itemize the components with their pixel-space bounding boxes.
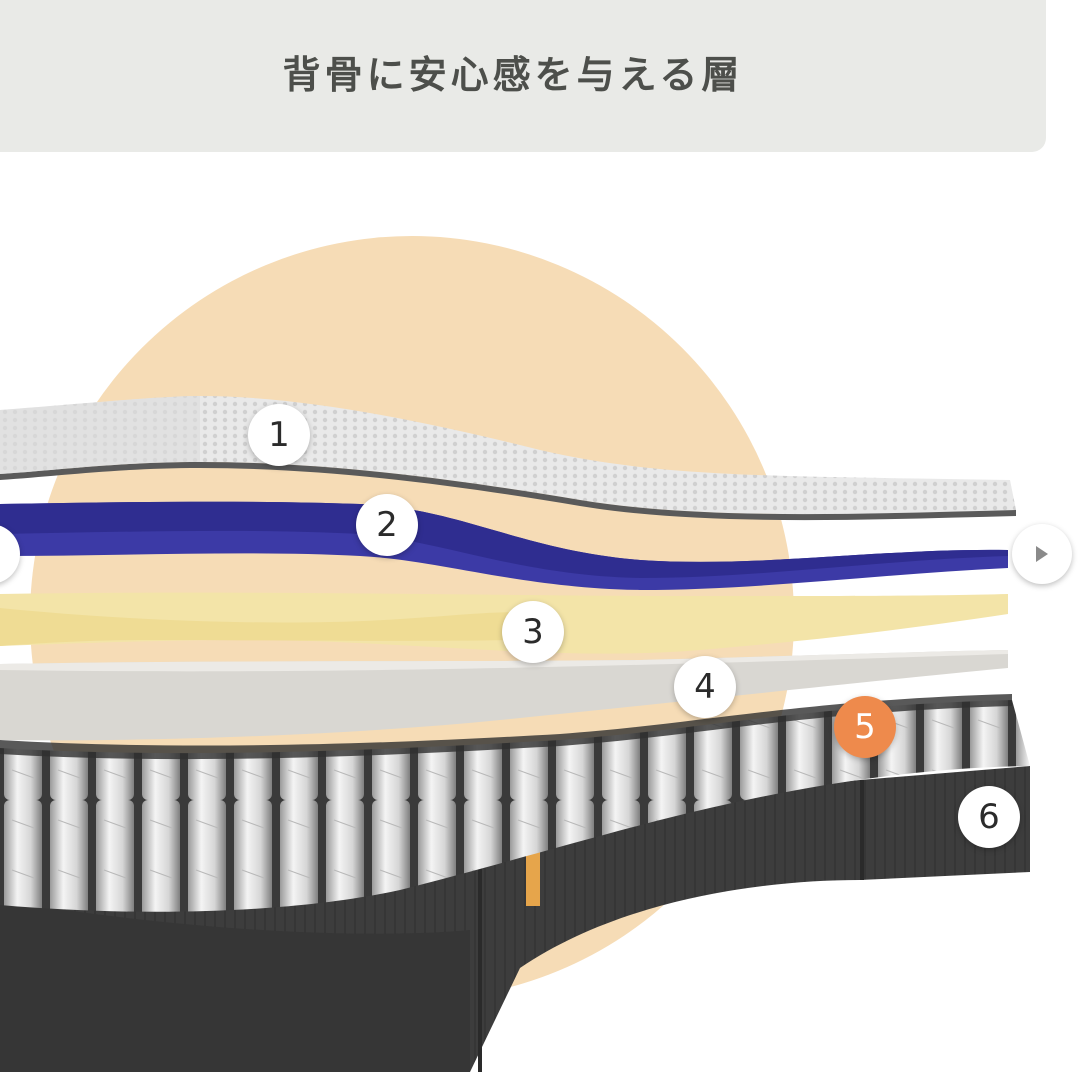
layer-marker-6[interactable]: 6 [958,786,1020,848]
layer-number: 1 [268,415,290,455]
layer-marker-2[interactable]: 2 [356,494,418,556]
layer-number: 6 [978,797,1000,837]
layer-marker-4[interactable]: 4 [674,656,736,718]
layer-4-pad [0,650,1008,741]
layer-marker-1[interactable]: 1 [248,404,310,466]
page-title: 背骨に安心感を与える層 [282,53,744,97]
layer-number: 3 [522,612,544,652]
layer-number: 4 [694,667,716,707]
next-slide-button[interactable] [1012,524,1072,584]
layer-marker-5[interactable]: 5 [834,696,896,758]
play-triangle-icon [1036,546,1048,562]
header-banner: 背骨に安心感を与える層 [0,0,1046,152]
prev-slide-button[interactable] [0,524,20,584]
layer-marker-3[interactable]: 3 [502,601,564,663]
layer-number: 5 [854,707,876,747]
layer-number: 2 [376,505,398,545]
